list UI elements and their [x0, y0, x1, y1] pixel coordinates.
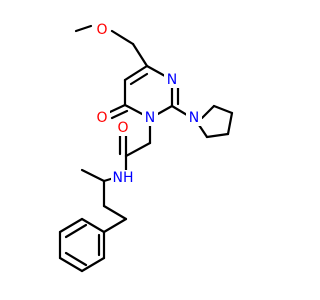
- bond-c2-pyrrolidine-n: [170, 104, 189, 117]
- atom-label-amide-nh: NH: [113, 170, 134, 186]
- bond-o-ch2: [110, 29, 135, 46]
- bond-c4-o: [108, 103, 127, 114]
- bond-pyr-4: [205, 132, 230, 139]
- atom-label-methoxy-o: O: [96, 22, 107, 38]
- bond-c4-o-double: [110, 109, 129, 120]
- atom-label-pyrrolidine-n-background: [186, 110, 202, 126]
- bond-phenyl-double-2: [64, 251, 88, 267]
- bond-pyr-2: [212, 104, 234, 115]
- bond-methyl-o: [74, 24, 93, 33]
- atom-label-methoxy-o-background: [94, 22, 110, 38]
- bond-pyr-3: [226, 111, 234, 136]
- bond-n1-c4: [123, 103, 146, 117]
- atom-label-ring-carbonyl-o-background: [94, 110, 110, 126]
- atom-label-ring-n3: N: [167, 72, 177, 88]
- bond-ch2-carbonyl: [124, 141, 152, 158]
- bond-c2-n1: [154, 104, 174, 117]
- bond-c5-c6-double: [129, 72, 149, 86]
- atom-label-pyrrolidine-n: N: [189, 110, 199, 126]
- bond-ch-methyl: [80, 168, 106, 183]
- bond-ch2a-ch2b: [102, 204, 128, 221]
- bond-phenyl-1: [80, 217, 106, 234]
- atom-label-ring-n3-background: [164, 72, 180, 88]
- bond-phenyl-4: [58, 256, 84, 273]
- bond-phenyl-5: [80, 256, 106, 273]
- bond-pyr-1: [200, 104, 216, 120]
- bond-phenyl-2: [58, 217, 84, 234]
- bond-phenyl-double-1: [64, 223, 88, 239]
- bond-ch2-ring: [131, 42, 149, 68]
- atom-label-amide-o: O: [117, 120, 128, 136]
- atom-label-ring-carbonyl-o: O: [96, 110, 107, 126]
- bond-pyr-5: [197, 123, 209, 139]
- atom-label-ring-n1-background: [142, 110, 158, 126]
- atom-label-amide-o-background: [115, 120, 131, 136]
- atom-label-amide-nh-background: [111, 170, 135, 186]
- molecule-structure-diagram: O N N O N O NH: [58, 22, 234, 273]
- bond-c5-c6: [123, 64, 149, 82]
- bond-c6-n3: [145, 64, 167, 78]
- bond-ch2b-phenyl: [102, 217, 128, 234]
- atom-label-ring-n1: N: [145, 110, 155, 126]
